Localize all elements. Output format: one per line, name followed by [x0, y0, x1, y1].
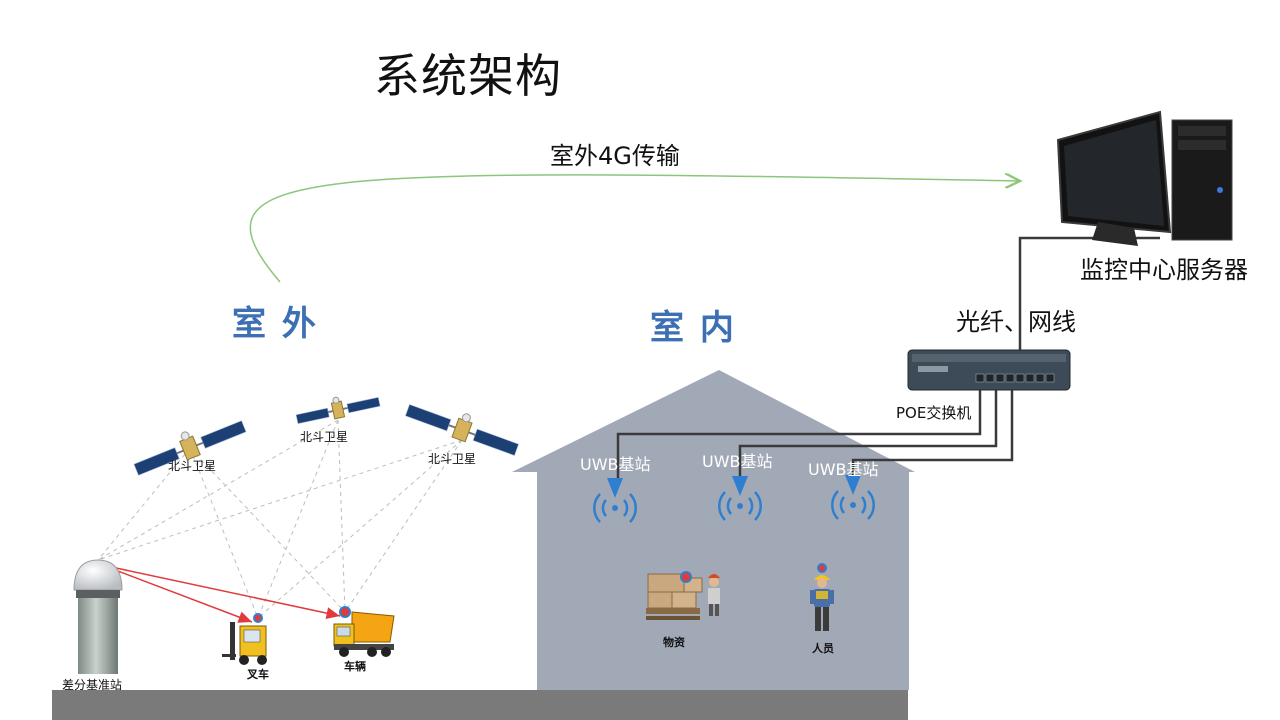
outdoor-4g-arc — [249, 175, 1020, 283]
dump-truck-icon — [333, 606, 395, 657]
truck-label: 车辆 — [344, 660, 366, 673]
gnss-base-station-icon — [73, 559, 123, 674]
antenna-wifi-icon — [593, 478, 637, 523]
satellite-icon — [133, 420, 247, 476]
computer-icon — [1056, 110, 1233, 246]
satellite-label: 北斗卫星 — [300, 430, 349, 444]
worker-label: 人员 — [812, 642, 834, 655]
cargo-label: 物资 — [663, 636, 685, 649]
fiber-label: 光纤、网线 — [956, 308, 1076, 336]
satellite-signal-lines — [97, 419, 463, 619]
cargo-boxes-icon — [646, 571, 720, 620]
forklift-label: 叉车 — [247, 668, 269, 681]
satellite-icon — [405, 404, 519, 456]
network-switch-icon — [907, 349, 1071, 391]
region-label-indoor: 室 内 — [650, 308, 736, 348]
network-cables — [616, 236, 1160, 480]
switch-label: POE交换机 — [896, 404, 972, 422]
page-title: 系统架构 — [374, 49, 562, 103]
region-label-outdoor: 室 外 — [232, 304, 318, 344]
outdoor-4g-label: 室外4G传输 — [550, 142, 680, 170]
worker-icon — [810, 563, 834, 631]
base-station-label: 差分基准站 — [62, 678, 123, 692]
differential-correction-lines — [101, 564, 341, 623]
satellite-label: 北斗卫星 — [168, 459, 217, 473]
indoor-building — [512, 370, 915, 690]
ground-strip — [52, 690, 908, 720]
uwb-station-label: UWB基站 — [702, 452, 773, 471]
satellite-icon — [295, 396, 381, 424]
forklift-icon — [222, 613, 267, 665]
antenna-wifi-icon — [831, 475, 875, 520]
server-label: 监控中心服务器 — [1080, 256, 1248, 284]
uwb-station-label: UWB基站 — [808, 460, 879, 479]
antenna-wifi-icon — [718, 476, 762, 521]
satellite-label: 北斗卫星 — [428, 452, 477, 466]
uwb-station-label: UWB基站 — [580, 455, 651, 474]
